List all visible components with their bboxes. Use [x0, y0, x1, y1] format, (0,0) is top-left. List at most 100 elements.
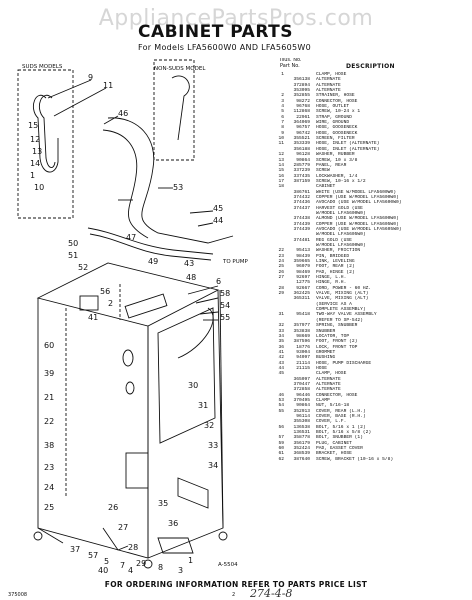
part-number: 374436	[293, 200, 310, 206]
callout-number: 45	[213, 204, 223, 213]
callout-number: 37	[70, 545, 80, 554]
watermark: AppliancePartsPros.com	[98, 6, 374, 31]
part-number: 21114	[296, 360, 310, 366]
part-description: SNUBBER	[316, 328, 336, 334]
illus-number: 53	[278, 397, 284, 403]
illus-number: 55	[278, 408, 284, 414]
part-description: W/MODEL LFA5600W0)	[316, 210, 366, 216]
part-number: 374481	[293, 237, 310, 243]
parts-row: COMPLETE ASSEMBLY)	[274, 307, 470, 312]
illus-number: 5	[281, 109, 284, 115]
part-description: COPPER (USE W/MODEL LFA5600W0)	[316, 194, 399, 200]
part-number: 356188	[293, 146, 310, 152]
part-number: 374439	[293, 226, 310, 232]
callout-number: 46	[118, 109, 128, 118]
callout-number: 34	[208, 461, 218, 470]
page-title: CABINET PARTS	[138, 22, 293, 42]
callout-number: 55	[220, 313, 230, 322]
part-description: ALTERNATE	[316, 88, 341, 94]
part-description: SCREEN, FILTER	[316, 136, 355, 142]
part-number: 365097	[293, 376, 310, 382]
illus-number: 59	[278, 440, 284, 446]
illus-number: 8	[281, 125, 284, 131]
part-number: 352913	[293, 408, 310, 414]
illus-number: 3	[281, 98, 284, 104]
part-number: 90864	[296, 157, 310, 163]
part-description: STRAINER, HOSE	[316, 93, 355, 99]
part-number: 90864	[296, 403, 310, 409]
callout-number: 12	[30, 135, 40, 144]
callout-number: 9	[88, 73, 93, 82]
illus-number: 33	[278, 328, 284, 334]
model-subtitle: For Models LFA5600W0 AND LFA5605W0	[138, 43, 311, 52]
part-number: 98469	[296, 269, 310, 275]
parts-row: W/MODEL LFA5600W0)	[274, 243, 470, 248]
part-number: 136531	[293, 430, 310, 436]
diagram-svg: SUDS MODELS NON-SUDS MODEL TO PUMP A-550…	[17, 59, 249, 575]
part-description: HOSE, INLET (ALTERNATE)	[316, 141, 380, 147]
callout-number: 14	[30, 159, 40, 168]
callout-number: 7	[120, 561, 125, 570]
part-description: ALTERNATE	[316, 387, 341, 393]
part-number: 18776	[296, 344, 310, 350]
part-description: CONNECTOR, HOSE	[316, 98, 358, 104]
part-number: 337435	[293, 173, 310, 179]
illus-number: 62	[278, 456, 284, 462]
part-description: LOCKWASHER, 1/4	[316, 173, 358, 179]
illus-number: 27	[278, 275, 284, 281]
illus-number: 57	[278, 435, 284, 441]
part-description: COVER, REAR (L.H.)	[316, 408, 366, 414]
callout-number: 28	[128, 543, 138, 552]
part-description: CLAMP	[316, 397, 330, 403]
part-description: NUT, 5/16-18	[316, 403, 350, 409]
part-number: 96446	[296, 392, 310, 398]
callout-number: 6	[216, 277, 221, 286]
callout-number: 2	[108, 299, 113, 308]
callout-number: 29	[136, 559, 146, 568]
part-description: HOSE, GOOSENECK	[316, 125, 358, 131]
part-number: 98439	[296, 253, 310, 259]
part-number: 387640	[293, 456, 310, 462]
part-description: HOSE, GOOSENECK	[316, 130, 358, 136]
part-description: WASHER, FRICTION	[316, 248, 361, 254]
illus-number: 12	[278, 152, 284, 158]
callout-number: 33	[208, 441, 218, 450]
to-pump-label: TO PUMP	[222, 259, 249, 265]
callout-number: 30	[188, 381, 198, 390]
illus-number: 9	[281, 130, 284, 136]
part-number: 374437	[293, 205, 310, 211]
part-description: GROMMET	[316, 349, 336, 355]
part-number: 356138	[293, 77, 310, 83]
part-description: TWO-WAY VALVE ASSEMBLY	[316, 312, 377, 318]
callout-number: 4	[128, 566, 133, 575]
callout-number: 15	[28, 121, 38, 130]
parts-row: 55 352913 COVER, REAR (L.H.)	[274, 409, 470, 414]
callout-number: 13	[32, 147, 42, 156]
part-description: HOSE, INLET (ALTERNATE)	[316, 146, 380, 152]
illus-number: 1	[281, 72, 284, 77]
callout-number: 27	[118, 523, 128, 532]
part-number: 94097	[296, 355, 310, 361]
part-number: 353838	[293, 328, 310, 334]
part-number: 352855	[293, 93, 310, 99]
illus-number: 4	[281, 104, 284, 110]
illus-number: 34	[278, 333, 284, 339]
part-description: AVOCADO (USE W/MODEL LFA5605W0)	[316, 226, 402, 232]
